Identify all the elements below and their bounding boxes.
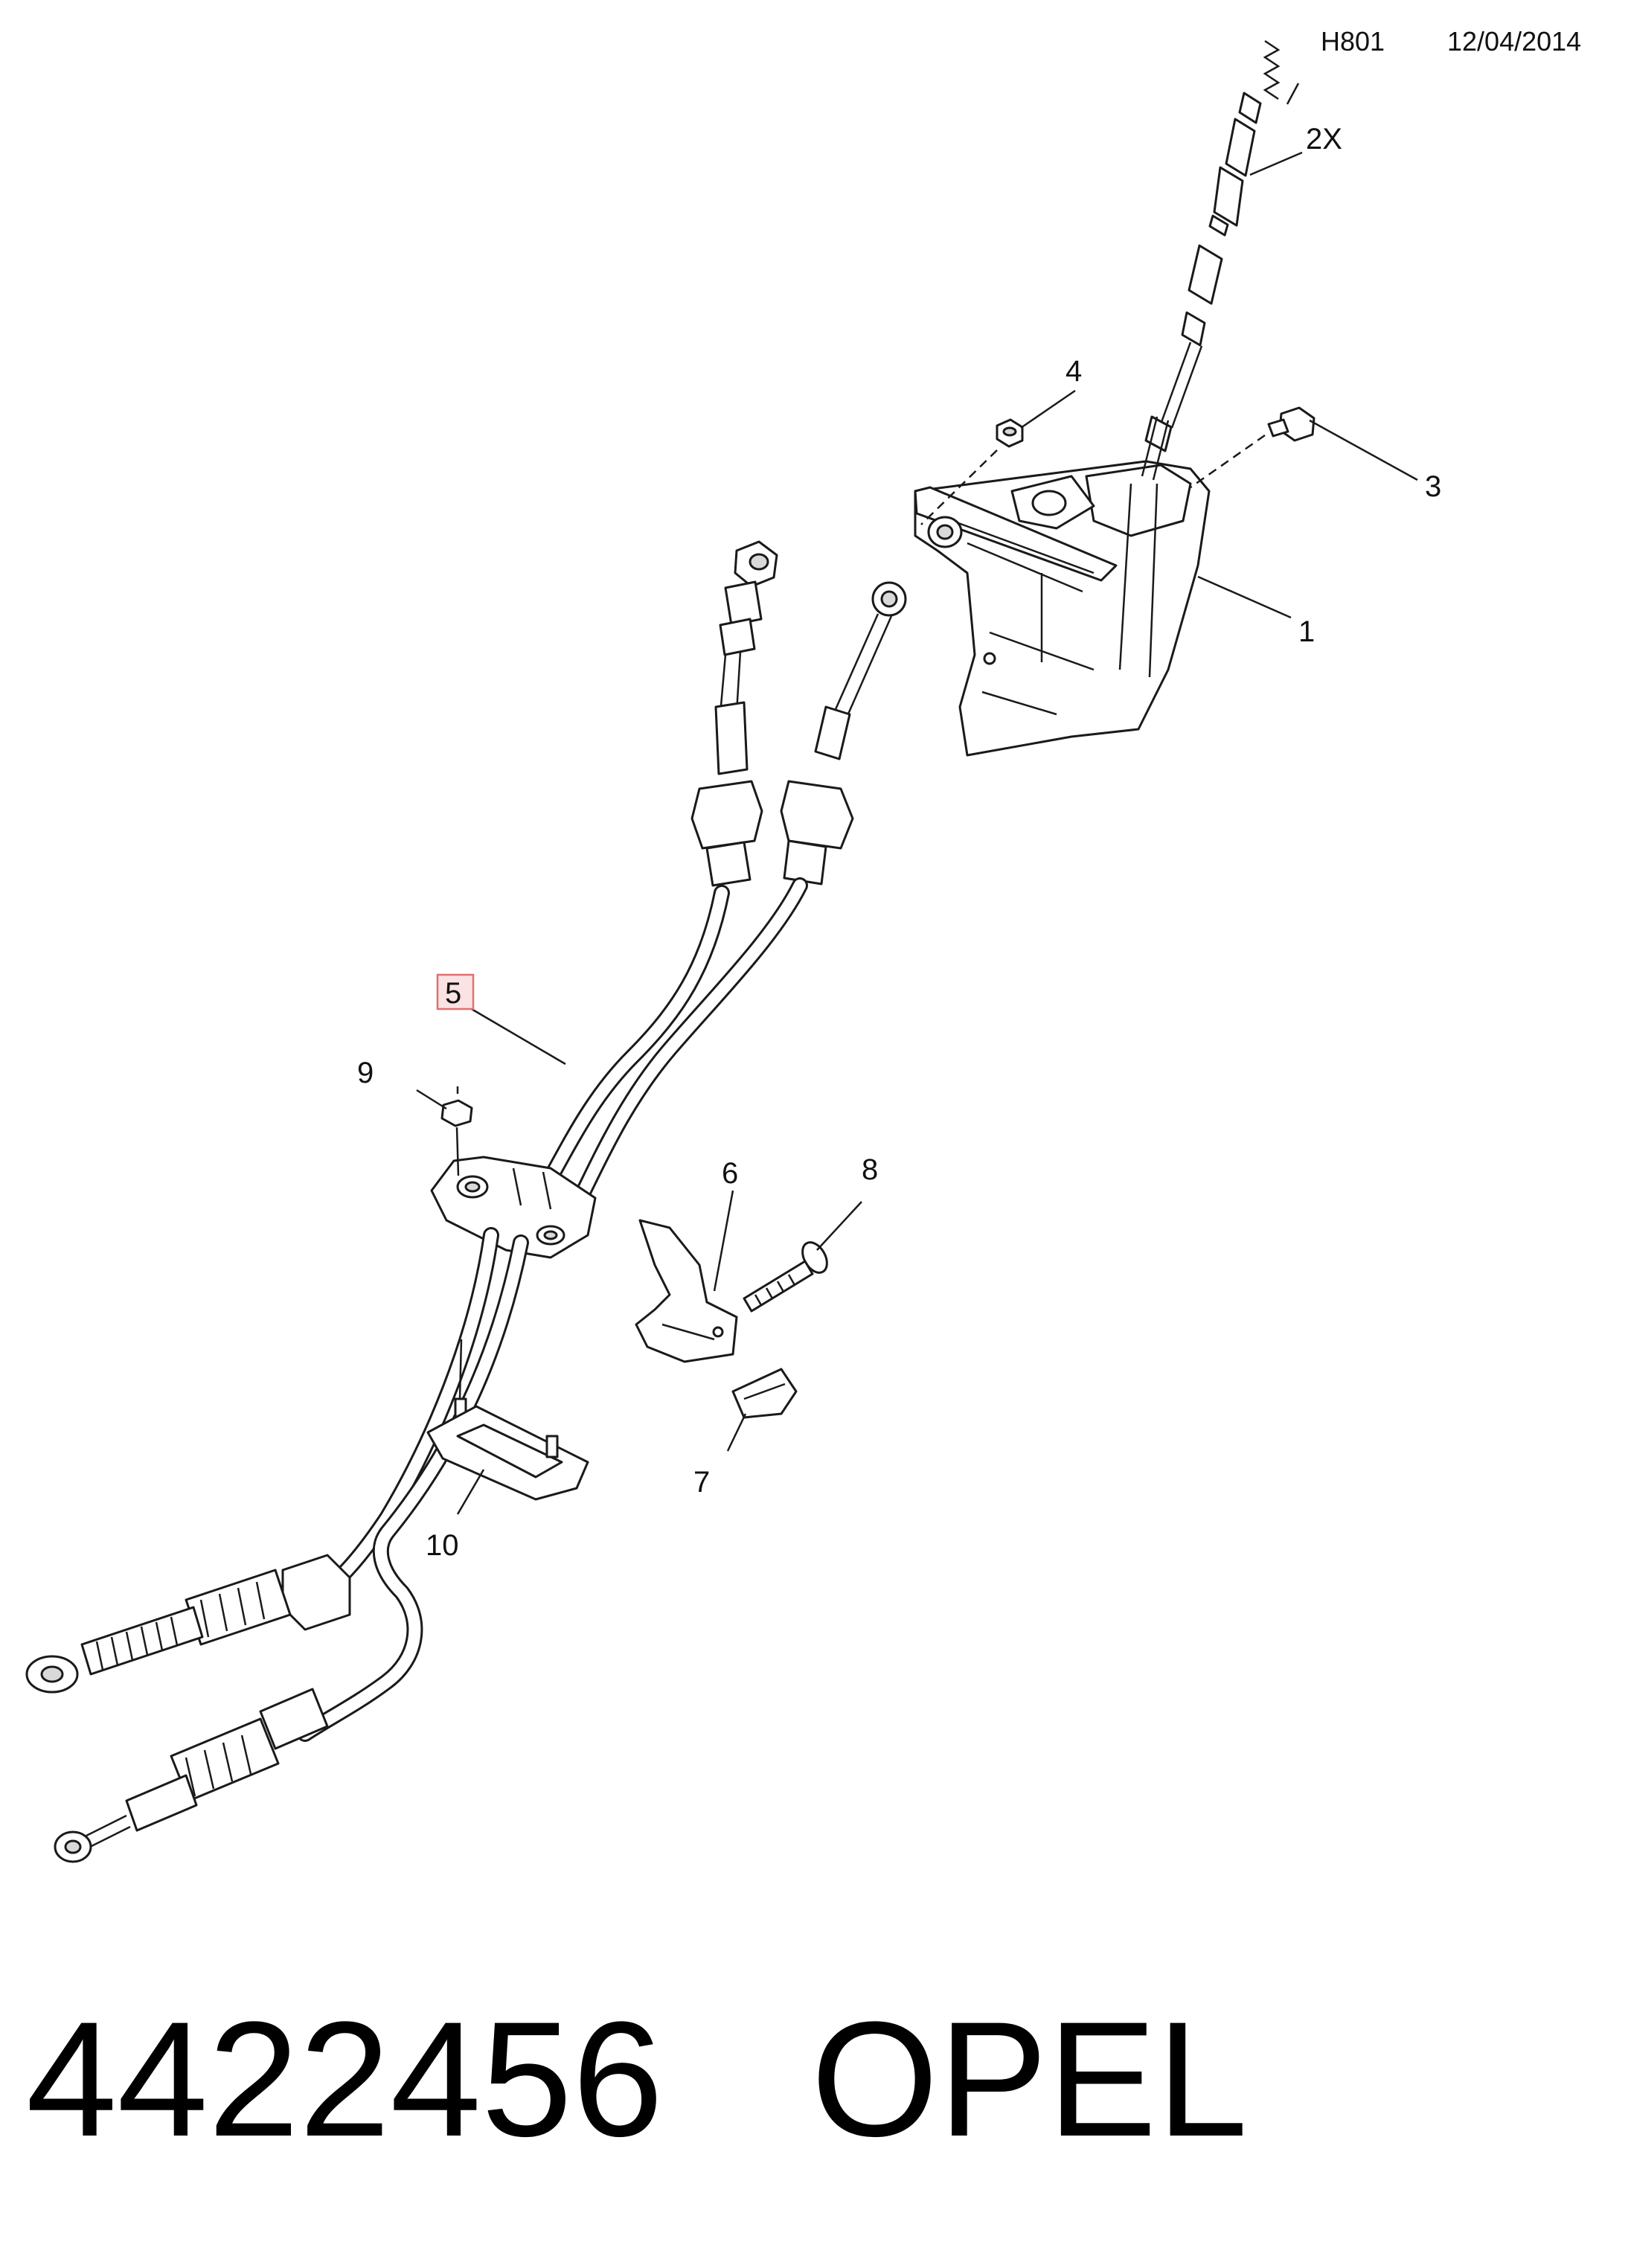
callout-1: 1 (1298, 615, 1315, 648)
part-number: 4422456 (26, 1987, 663, 2171)
clip-nut-item-9 (440, 1086, 473, 1176)
callout-5: 5 (445, 977, 461, 1010)
brand-name: OPEL (811, 1987, 1248, 2171)
gasket-item-10 (426, 1339, 589, 1501)
bracket-item-6 (635, 1219, 738, 1363)
callout-3: 3 (1425, 470, 1441, 503)
bolt-item-8 (743, 1241, 828, 1313)
callout-7: 7 (693, 1466, 710, 1499)
callout-6: 6 (722, 1157, 738, 1190)
callout-8: 8 (862, 1153, 878, 1186)
callout-9: 9 (357, 1057, 374, 1089)
leader-lines (416, 83, 1418, 1515)
callout-10: 10 (426, 1529, 459, 1562)
shifter-housing (914, 416, 1211, 757)
diagram-code: H801 (1321, 26, 1385, 57)
clip-item-7 (731, 1368, 798, 1419)
callout-4: 4 (1065, 355, 1082, 388)
spring-and-rod-end (1144, 39, 1281, 452)
highlight-box-item-5 (436, 973, 475, 1010)
diagram-date: 12/04/2014 (1447, 26, 1581, 57)
bolt-item-3 (1190, 406, 1315, 489)
nut-item-4 (920, 418, 1024, 525)
shift-cable-assembly (25, 540, 907, 1863)
callout-2x: 2X (1306, 123, 1342, 156)
